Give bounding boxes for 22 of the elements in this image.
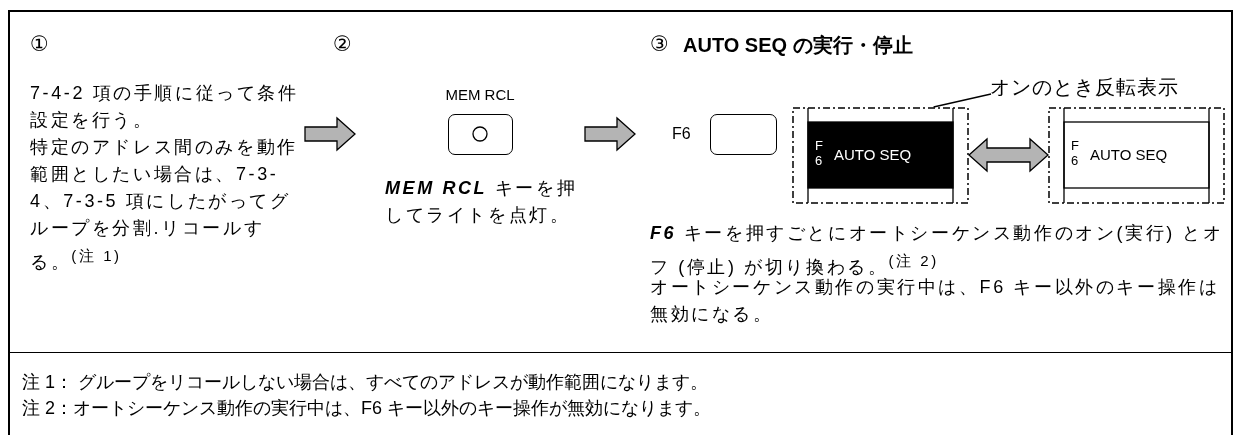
footnote: 注 1： グループをリコールしない場合は、すべてのアドレスが動作範囲になります。 — [22, 371, 708, 394]
instruction-text: 特定のアドレス間のみを動作範囲としたい場合は、7-3-4、7-3-5 項にしたがってグループを分割.リコールする。$^{(注 1)}$ — [30, 136, 299, 274]
footnote: 注 2：オートシーケンス動作の実行中は、F6 キー以外のキー操作が無効になります。 — [22, 397, 712, 420]
arrow — [304, 116, 356, 152]
step-number: ③ — [650, 32, 670, 56]
callout-text: オンのとき反転表示 — [990, 75, 1179, 100]
key-label: F 6 — [815, 138, 824, 168]
step-heading: AUTO SEQ の実行・停止 — [683, 33, 914, 58]
double-arrow — [968, 137, 1049, 173]
display-label: AUTO SEQ — [1090, 146, 1168, 163]
key-label: F 6 — [1071, 138, 1080, 168]
instruction-text: オートシーケンス動作の実行中は、F6 キー以外のキー操作は無効になる。 — [650, 277, 1221, 326]
display-label: AUTO SEQ — [834, 146, 912, 163]
instruction-text: F6 キーを押すごとにオートシーケンス動作のオン(実行) とオフ (停止) が切り換わる。$^{(注 2)}$ — [650, 222, 1225, 278]
instruction-text: 7-4-2 項の手順に従って条件設定を行う。 — [30, 82, 300, 132]
instruction-text: MEM RCL キーを押してライトを点灯。 — [385, 177, 579, 227]
arrow — [584, 116, 636, 152]
key-label: F6 — [672, 125, 691, 143]
step-number: ② — [333, 32, 353, 56]
leader-line — [932, 93, 992, 108]
key-label: MEM RCL — [444, 86, 516, 103]
step-number: ① — [30, 32, 50, 56]
